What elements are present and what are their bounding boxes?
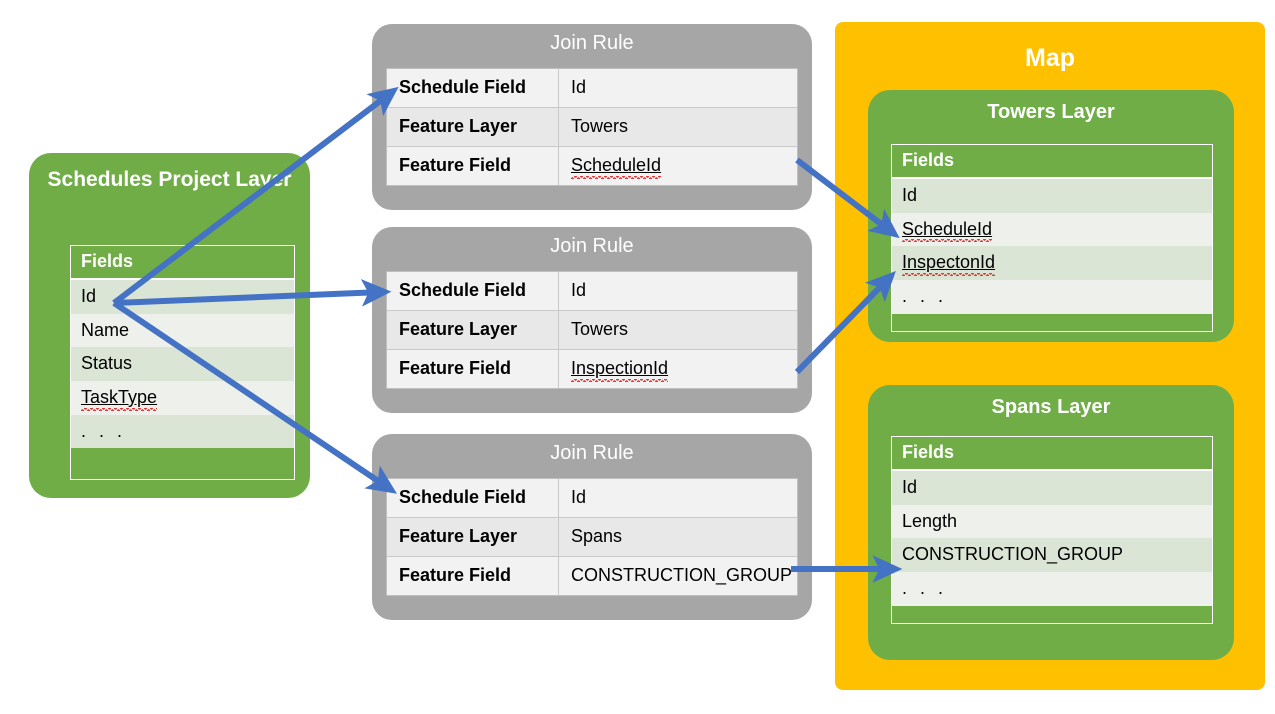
join-rule-key-schedule-field: Schedule Field: [387, 479, 559, 517]
join-rule-title: Join Rule: [550, 442, 634, 464]
join-rule-row: Feature Field InspectionId: [387, 350, 797, 388]
join-rule-row: Feature Layer Spans: [387, 518, 797, 557]
join-rule-card-1: Join Rule Schedule Field Id Feature Laye…: [372, 24, 812, 210]
schedules-layer-title: Schedules Project Layer: [47, 168, 292, 191]
spans-field-id: Id: [902, 477, 918, 497]
join-rule-table: Schedule Field Id Feature Layer Towers F…: [386, 68, 798, 186]
join-rule-value-feature-field: InspectionId: [559, 350, 797, 388]
towers-field-inspectonid: InspectonId: [902, 252, 996, 276]
spans-fields-table: Fields Id Length CONSTRUCTION_GROUP . . …: [891, 436, 1213, 624]
join-rule-key-feature-layer: Feature Layer: [387, 311, 559, 349]
schedules-field-ellipsis: . . .: [81, 420, 127, 441]
spans-field-length: Length: [902, 510, 958, 531]
map-title: Map: [1025, 44, 1075, 72]
schedules-field-row: Status: [71, 347, 294, 382]
schedules-field-name: Name: [81, 319, 130, 340]
spans-field-construction-group: CONSTRUCTION_GROUP: [902, 544, 1124, 565]
join-rule-value-schedule-field: Id: [559, 272, 797, 310]
towers-field-row: InspectonId: [892, 246, 1212, 281]
join-rule-row: Schedule Field Id: [387, 272, 797, 311]
join-rule-value-feature-field: ScheduleId: [559, 147, 797, 185]
spans-field-ellipsis: . . .: [902, 578, 948, 599]
join-rule-row: Feature Layer Towers: [387, 108, 797, 147]
join-rule-row: Feature Field CONSTRUCTION_GROUP: [387, 557, 797, 595]
spans-field-row: . . .: [892, 572, 1212, 606]
join-rule-value-feature-layer: Spans: [559, 518, 797, 556]
schedules-fields-header: Fields: [71, 246, 294, 280]
join-rule-value-feature-layer: Towers: [559, 311, 797, 349]
spans-field-row: Id: [892, 471, 1212, 505]
towers-field-row: . . .: [892, 280, 1212, 314]
schedules-field-row: TaskType: [71, 381, 294, 415]
schedules-fields-table: Fields Id Name Status TaskType . . .: [70, 245, 295, 480]
towers-field-ellipsis: . . .: [902, 286, 948, 307]
schedules-field-row: Id: [71, 280, 294, 314]
join-rule-value-feature-field: CONSTRUCTION_GROUP: [559, 557, 797, 595]
join-rule-row: Feature Layer Towers: [387, 311, 797, 350]
spans-field-row: Length: [892, 504, 1212, 539]
join-rule-value-schedule-field: Id: [559, 69, 797, 107]
join-rule-key-feature-field: Feature Field: [387, 350, 559, 388]
towers-field-row: Id: [892, 179, 1212, 213]
join-rule-key-feature-field: Feature Field: [387, 147, 559, 185]
join-rule-key-feature-layer: Feature Layer: [387, 518, 559, 556]
join-rule-row: Schedule Field Id: [387, 69, 797, 108]
join-rule-table: Schedule Field Id Feature Layer Towers F…: [386, 271, 798, 389]
towers-fields-header: Fields: [892, 145, 1212, 179]
towers-field-id: Id: [902, 185, 918, 205]
join-rule-key-schedule-field: Schedule Field: [387, 69, 559, 107]
join-rule-title: Join Rule: [550, 32, 634, 54]
schedules-field-id: Id: [81, 286, 97, 306]
join-rule-key-feature-field: Feature Field: [387, 557, 559, 595]
join-rule-row: Feature Field ScheduleId: [387, 147, 797, 185]
schedules-field-row: Name: [71, 313, 294, 348]
join-rule-table: Schedule Field Id Feature Layer Spans Fe…: [386, 478, 798, 596]
join-rule-row: Schedule Field Id: [387, 479, 797, 518]
towers-field-row: ScheduleId: [892, 212, 1212, 247]
join-rule-card-2: Join Rule Schedule Field Id Feature Laye…: [372, 227, 812, 413]
towers-field-scheduleid: ScheduleId: [902, 218, 993, 243]
join-rule-value-feature-layer: Towers: [559, 108, 797, 146]
join-rule-title: Join Rule: [550, 235, 634, 257]
join-rule-key-feature-layer: Feature Layer: [387, 108, 559, 146]
towers-fields-table: Fields Id ScheduleId InspectonId . . .: [891, 144, 1213, 332]
join-rule-card-3: Join Rule Schedule Field Id Feature Laye…: [372, 434, 812, 620]
join-rule-value-text: InspectionId: [571, 358, 669, 382]
spans-fields-header: Fields: [892, 437, 1212, 471]
join-rule-value-text: ScheduleId: [571, 155, 662, 179]
schedules-field-tasktype: TaskType: [81, 387, 158, 411]
schedules-field-row: . . .: [71, 414, 294, 449]
towers-layer-title: Towers Layer: [987, 101, 1115, 123]
spans-field-row: CONSTRUCTION_GROUP: [892, 538, 1212, 573]
schedules-field-status: Status: [81, 353, 133, 374]
join-rule-key-schedule-field: Schedule Field: [387, 272, 559, 310]
spans-layer-title: Spans Layer: [991, 396, 1111, 418]
join-rule-value-schedule-field: Id: [559, 479, 797, 517]
